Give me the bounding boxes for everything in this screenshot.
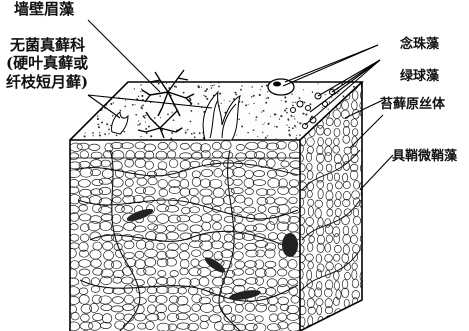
front-soil-face bbox=[66, 140, 302, 331]
label-bryum-note-2: 纤枝短月藓) bbox=[6, 75, 88, 90]
label-bryum-note-1: (硬叶真藓或 bbox=[6, 56, 88, 71]
label-wall-scytonema: 墙壁眉藻 bbox=[14, 2, 74, 17]
label-microcoleus: 具鞘微鞘藻 bbox=[392, 150, 457, 163]
label-nostoc: 念珠藻 bbox=[400, 38, 439, 51]
label-bryaceae: 无菌真藓科 bbox=[10, 38, 85, 53]
label-green-algae: 绿球藻 bbox=[400, 70, 439, 83]
nostoc-colony bbox=[268, 79, 294, 95]
label-moss-protonema: 苔藓原丝体 bbox=[380, 98, 445, 111]
